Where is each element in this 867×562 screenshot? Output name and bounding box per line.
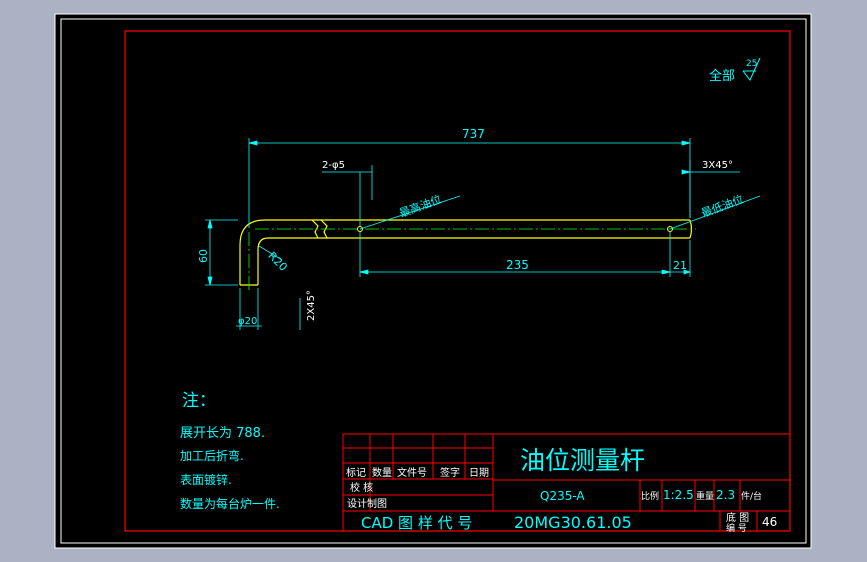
title-row-check: 校 核 — [350, 481, 373, 494]
part-name: 油位测量杆 — [520, 446, 645, 475]
drawing-code: 20MG30.61.05 — [514, 513, 632, 532]
pieces-label: 件/台 — [741, 490, 762, 502]
title-header-mark: 标记 — [346, 467, 366, 479]
dim-chamfer-right: 3X45° — [702, 160, 733, 171]
title-row-design: 设计制图 — [347, 497, 387, 510]
dim-end-offset: 21 — [673, 259, 687, 272]
dim-overall-length: 737 — [462, 127, 485, 141]
center-lines — [248, 228, 696, 292]
hole-high — [357, 226, 363, 232]
dim-chamfer-left: 2X45° — [306, 290, 317, 321]
note-line-2: 加工后折弯. — [180, 448, 244, 463]
title-block-text: 标记 数量 文件号 签字 日期 校 核 设计制图 油位测量杆 Q235-A 比例… — [346, 446, 777, 534]
sheet-inner-frame — [60, 18, 807, 544]
technical-notes: 注： 展开长为 788. 加工后折弯. 表面镀锌. 数量为每台炉一件. — [180, 391, 280, 511]
note-line-4: 数量为每台炉一件. — [180, 496, 280, 511]
note-line-3: 表面镀锌. — [180, 473, 232, 487]
hole-low — [667, 226, 673, 232]
dim-hole-spec: 2-φ5 — [322, 160, 345, 171]
scale-label: 比例 — [641, 490, 659, 502]
title-header-doc: 文件号 — [397, 466, 427, 479]
weight-value: 2.3 — [716, 488, 735, 502]
sheet-label: 底 图 — [726, 511, 749, 524]
title-header-sign: 签字 — [440, 466, 460, 479]
drawing-code-label: CAD 图 样 代 号 — [361, 514, 472, 532]
sheet-sub-label: 编 号 — [726, 522, 747, 534]
note-line-1: 展开长为 788. — [180, 426, 265, 441]
notes-heading: 注： — [182, 391, 216, 411]
dim-diameter: φ20 — [238, 316, 257, 327]
title-header-qty: 数量 — [372, 466, 392, 479]
title-header-date: 日期 — [469, 467, 489, 479]
oil-level-holes — [357, 226, 673, 232]
dim-height: 60 — [197, 249, 210, 263]
weight-label: 重量 — [696, 490, 714, 502]
title-block — [342, 433, 791, 532]
dimensions — [205, 138, 761, 330]
surface-finish-value: 25 — [746, 59, 757, 69]
material: Q235-A — [540, 489, 585, 503]
surface-finish-label: 全部 — [709, 68, 735, 84]
dim-mark-distance: 235 — [506, 258, 529, 272]
scale-value: 1:2.5 — [663, 488, 694, 502]
sheet-number: 46 — [762, 515, 777, 529]
surface-finish-symbol: 全部 25 — [709, 57, 761, 84]
